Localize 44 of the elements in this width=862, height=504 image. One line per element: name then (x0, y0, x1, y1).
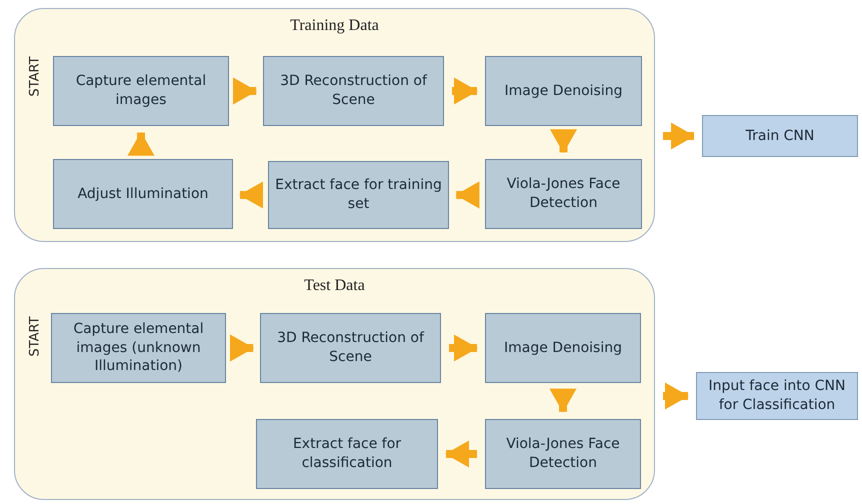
block-arrow (550, 129, 578, 154)
panel-title: Test Data (303, 277, 366, 295)
process-box (702, 115, 858, 157)
process-box (696, 372, 858, 420)
box-label: Train CNN (744, 126, 816, 146)
group-panel (14, 8, 655, 242)
block-arrow (445, 440, 477, 468)
process-box (256, 419, 438, 489)
block-arrow (230, 334, 254, 362)
box-label: Capture elemental images (unknown Illumination) (72, 320, 205, 376)
block-arrow (549, 388, 577, 413)
process-box (53, 159, 233, 229)
start-label: START (28, 55, 42, 99)
block-arrow (449, 334, 478, 362)
block-arrow (663, 382, 689, 410)
box-label: Extract face for classification (292, 435, 402, 473)
block-arrow (233, 77, 257, 105)
process-box (51, 313, 226, 383)
process-box (263, 56, 444, 126)
block-arrow (239, 181, 264, 209)
box-label: Input face into CNN for Classification (708, 377, 846, 415)
process-box (485, 313, 641, 383)
start-label: START (28, 315, 42, 359)
box-label: Extract face for training set (274, 176, 443, 214)
process-box (485, 419, 641, 489)
process-box (53, 56, 229, 126)
box-label: Capture elemental images (74, 72, 208, 110)
panel-title: Training Data (289, 17, 380, 35)
box-label: Image Denoising (503, 338, 623, 358)
box-label: 3D Reconstruction of Scene (279, 72, 428, 110)
box-label: Adjust Illumination (76, 184, 210, 204)
process-box (485, 159, 642, 229)
box-label: 3D Reconstruction of Scene (276, 329, 426, 367)
process-box (260, 313, 441, 383)
process-box (485, 56, 642, 126)
block-arrow (663, 122, 695, 150)
box-label: Image Denoising (504, 82, 624, 100)
box-label: Viola-Jones Face Detection (506, 175, 622, 213)
block-arrow (127, 132, 155, 156)
block-arrow (452, 77, 478, 105)
block-arrow (455, 181, 480, 209)
box-label: Viola-Jones Face Detection (505, 435, 621, 473)
group-panel (14, 268, 655, 500)
process-box (268, 161, 449, 229)
